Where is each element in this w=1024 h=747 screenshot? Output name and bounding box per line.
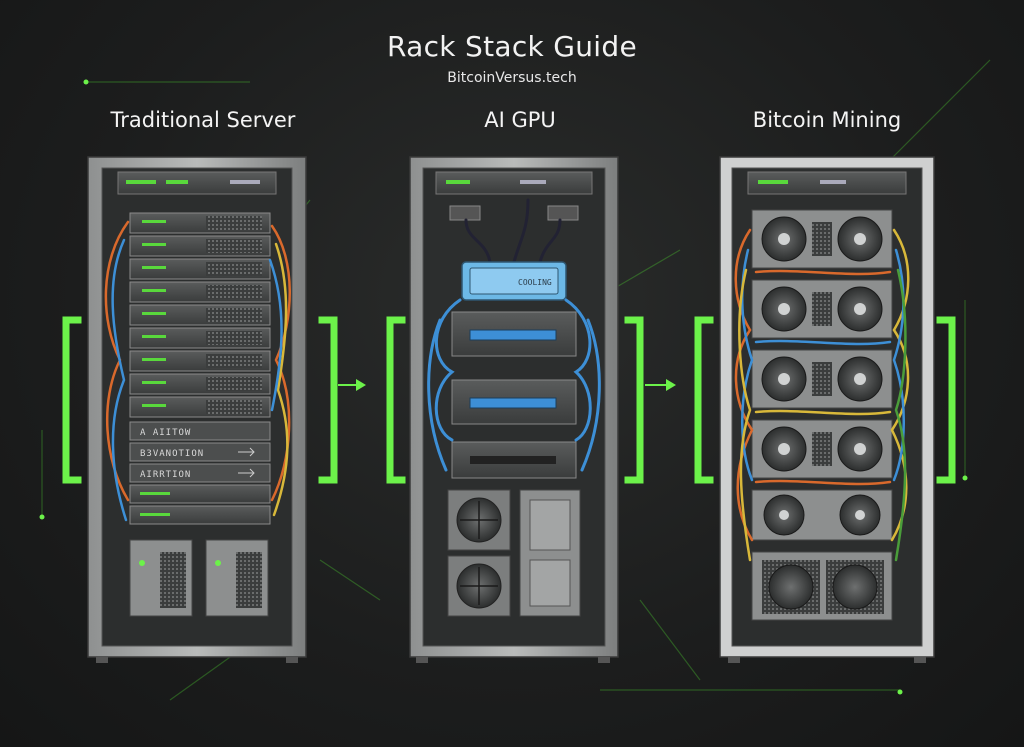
label-bitcoin-mining: Bitcoin Mining — [752, 108, 902, 132]
arrow-right-icon — [645, 379, 676, 391]
arrow-right-icon — [338, 379, 366, 391]
page-title: Rack Stack Guide — [387, 30, 637, 63]
rack-bitcoin-mining — [719, 156, 935, 663]
cooling-label: COOLING — [518, 278, 552, 287]
panel-label-1: A AIITOW — [140, 428, 191, 438]
label-ai-gpu: AI GPU — [484, 108, 556, 132]
glow-dot — [39, 514, 45, 520]
panel-label-3: AIRRTION — [140, 470, 191, 480]
green-brackets — [62, 316, 956, 484]
glow-dot — [962, 475, 968, 481]
page-subtitle: BitcoinVersus.tech — [447, 70, 577, 86]
rack-ai-gpu: COOLING — [409, 156, 619, 663]
glow-dot — [897, 689, 903, 695]
label-traditional-server: Traditional Server — [110, 108, 296, 132]
panel-label-2: B3VANOTION — [140, 449, 204, 459]
rack-traditional-server: A AIITOW B3VANOTION AIRRTION — [87, 156, 307, 663]
glow-dot — [83, 79, 89, 85]
